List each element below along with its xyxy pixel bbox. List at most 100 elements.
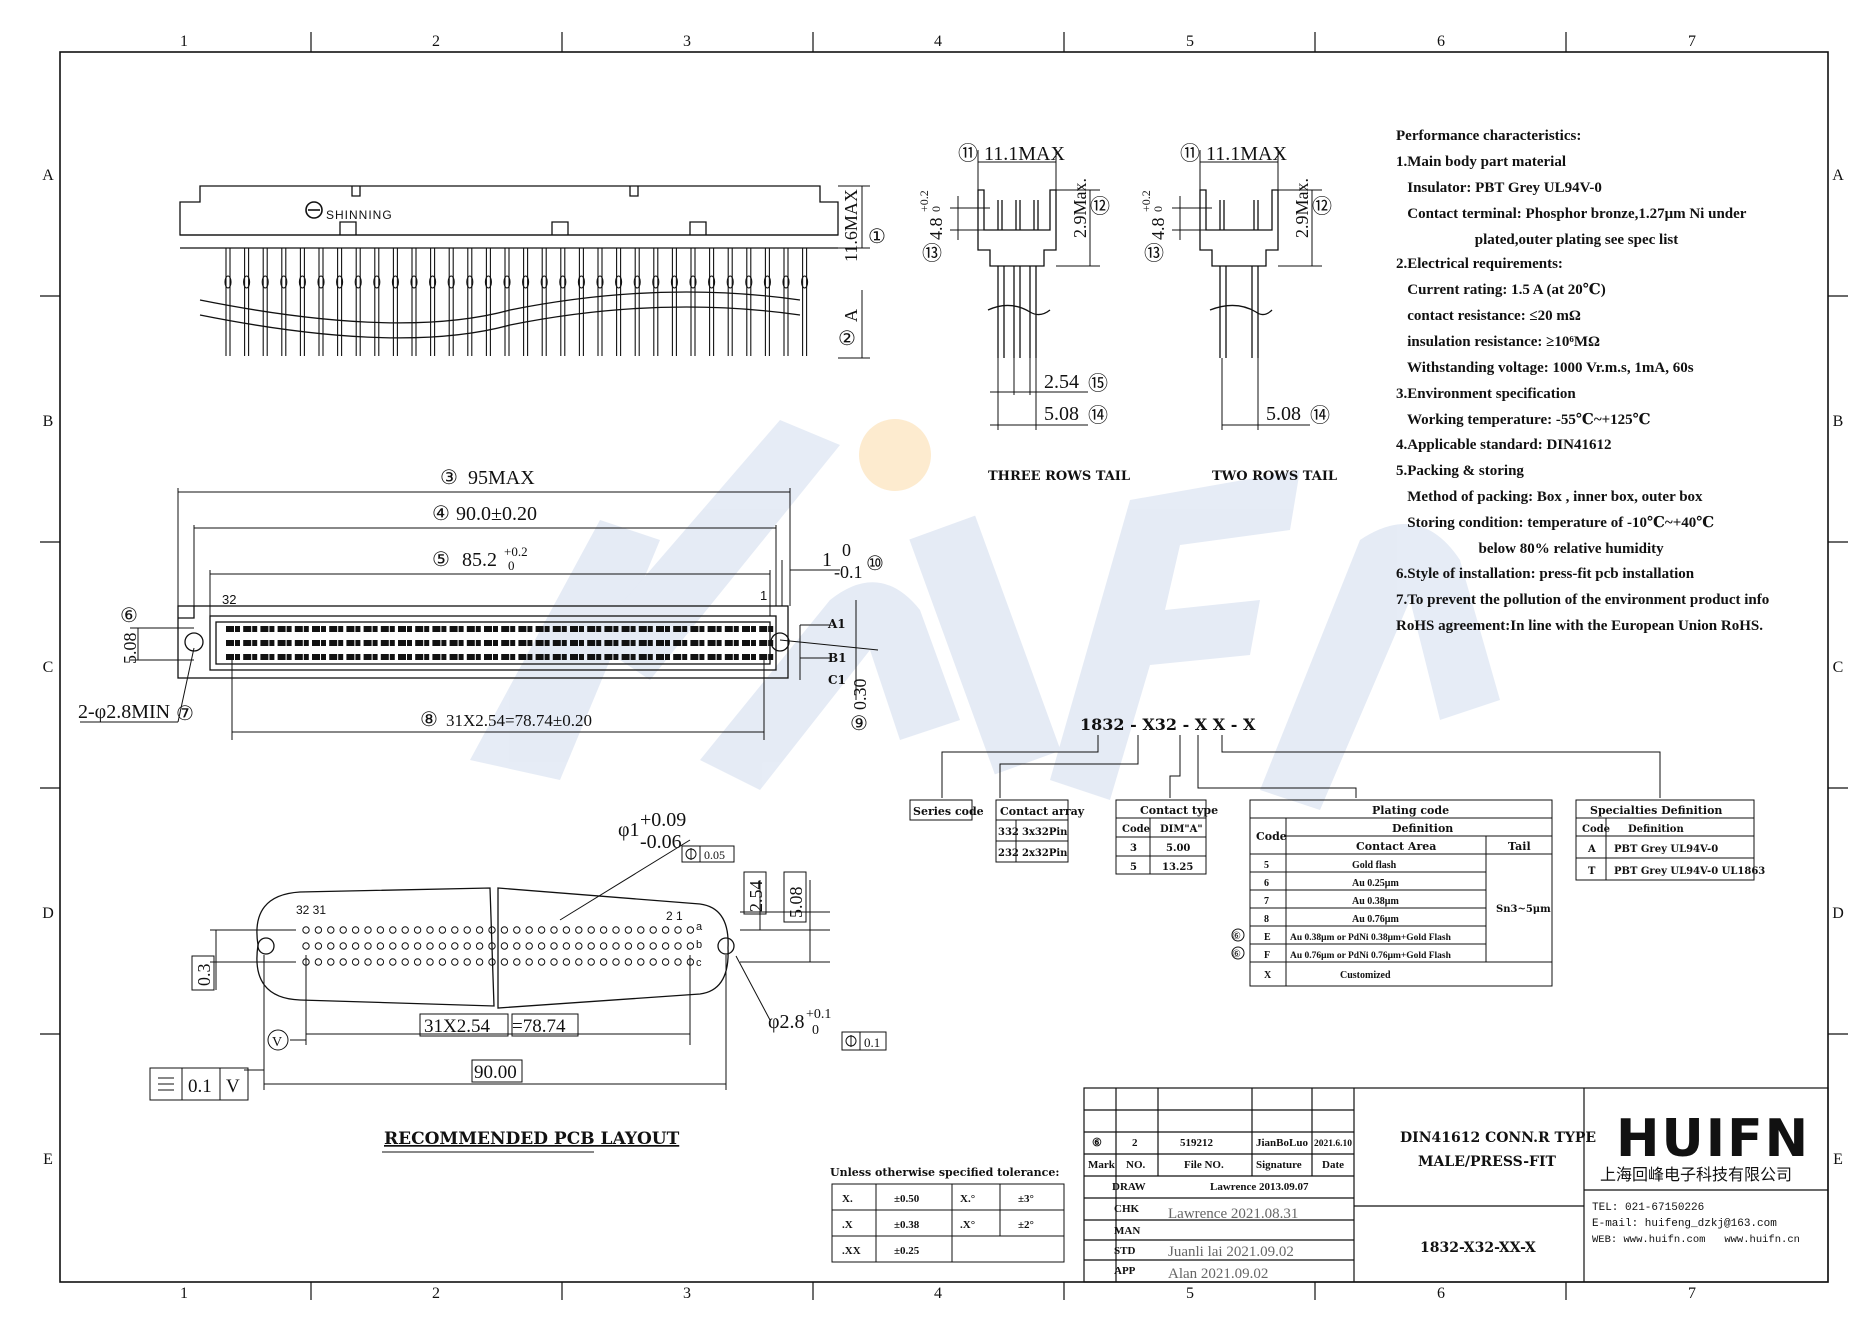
top-view-pins (224, 248, 809, 356)
two-rows-callout-14: ⑭ (1310, 404, 1330, 427)
front-contact (751, 640, 756, 646)
plating-code: E (1264, 932, 1271, 943)
front-view-dims (80, 488, 879, 740)
pcb-hole (537, 942, 546, 950)
front-row-a1: A1 (827, 617, 846, 631)
col-label-7: 7 (1688, 1285, 1696, 1302)
top-pin-press-fit (577, 275, 585, 289)
pcb-hole (624, 958, 633, 966)
pcb-hole (376, 958, 385, 966)
front-contact (501, 640, 510, 646)
top-pin-press-fit (522, 275, 530, 289)
front-contact (372, 654, 378, 660)
contact-type-col-code: Code (1122, 824, 1150, 835)
plating-col-area: Contact Area (1356, 840, 1436, 853)
two-rows-dim-width: 11.1MAX (1206, 143, 1287, 165)
plating-mark: ⑥ (1232, 931, 1241, 942)
front-contact (682, 654, 688, 660)
tolerance-heading: Unless otherwise specified tolerance: (830, 1166, 1059, 1179)
plating-code: 7 (1264, 896, 1269, 907)
front-pin-1: 1 (760, 588, 767, 603)
pcb-hole (686, 942, 695, 950)
contact-array-table (995, 799, 1069, 863)
three-rows-dims (950, 150, 1100, 430)
pcb-dim-pitch: 31X2.54 (424, 1016, 490, 1037)
front-contact (363, 640, 372, 646)
front-contact (449, 640, 458, 646)
title-block-roles: DRAW Lawrence 2013.09.07 CHK MAN STD APP (1112, 1181, 1309, 1277)
pcb-hole (327, 958, 335, 966)
plating-code: 5 (1264, 860, 1269, 871)
title-block (1083, 1087, 1829, 1283)
front-contact (407, 640, 412, 646)
front-contact (432, 654, 441, 660)
pcb-hole (413, 942, 422, 950)
front-callout-4: ④ (432, 503, 450, 525)
front-contact (432, 626, 441, 632)
front-dim-95max: 95MAX (468, 467, 535, 489)
pcb-hole (550, 958, 558, 966)
pcb-hole (401, 942, 409, 950)
pcb-hole (612, 926, 620, 934)
front-dim-1-zero: 0 (842, 540, 851, 560)
pcb-dim-pitch-eq: =78.74 (512, 1016, 566, 1037)
front-callout-8: ⑧ (420, 709, 438, 731)
front-contact (656, 640, 664, 646)
front-contact (699, 640, 705, 646)
front-contact (690, 640, 699, 646)
pcb-hole (599, 942, 608, 950)
front-contact (441, 640, 447, 646)
front-contact (235, 654, 240, 660)
front-contact (733, 626, 739, 632)
tol-cell: .X° (960, 1219, 975, 1231)
front-contact (355, 626, 361, 632)
pcb-hole (525, 942, 533, 950)
col-label-4: 4 (934, 1285, 942, 1302)
rev-file: 519212 (1180, 1137, 1214, 1149)
performance-characteristics: Performance characteristics: 1.Main body… (1396, 128, 1769, 634)
front-contact (312, 654, 320, 660)
row-label-A: A (1832, 167, 1844, 184)
contact-type-code: 5 (1130, 862, 1137, 873)
pcb-hole (451, 942, 459, 950)
plating-def: Au 0.38μm or PdNi 0.38μm+Gold Flash (1290, 933, 1452, 943)
front-contact (380, 640, 389, 646)
front-contact (638, 626, 647, 632)
plating-col-definition: Definition (1392, 822, 1453, 835)
row-label-B: B (43, 413, 54, 430)
top-pin-press-fit (689, 275, 697, 289)
pcb-hole (575, 942, 583, 950)
col-label-6: 6 (1437, 1285, 1445, 1302)
perf-line: Current rating: 1.5 A (at 20℃) (1396, 282, 1606, 298)
front-contact (303, 626, 309, 632)
pcb-hole (661, 942, 670, 950)
pcb-hole (389, 926, 397, 934)
contact-type-dim: 5.00 (1166, 843, 1190, 854)
pcb-hole (314, 942, 323, 950)
title-block-revision: ⑥ 2 519212 JianBoLuo 2021.6.10 Mark NO. … (1088, 1137, 1352, 1171)
top-pin-press-fit (763, 275, 771, 289)
front-dim-90: 90.0±0.20 (456, 503, 537, 525)
pcb-mount-pos-tol: 0.1 (864, 1035, 880, 1050)
perf-line: 2.Electrical requirements: (1396, 256, 1563, 272)
pcb-hole (525, 926, 533, 934)
front-contact (682, 640, 688, 646)
rev-header-signature: Signature (1256, 1159, 1302, 1171)
front-contact (596, 654, 602, 660)
rev-header-file: File NO. (1184, 1159, 1224, 1171)
pcb-hole (463, 926, 471, 934)
front-contact (587, 626, 596, 632)
front-contact (613, 640, 619, 646)
front-contact (243, 626, 252, 632)
front-contact (518, 626, 527, 632)
front-contact (475, 626, 481, 632)
front-dim-1-tol: -0.1 (834, 562, 863, 582)
top-pin-press-fit (782, 275, 790, 289)
two-rows-callout-13: ⑬ (1144, 242, 1164, 265)
front-contact (398, 640, 406, 646)
front-contact (596, 626, 602, 632)
contact-array-def: 2x32Pin (1022, 848, 1068, 859)
top-pin-press-fit (224, 275, 232, 289)
front-contact (518, 640, 527, 646)
front-contact (441, 654, 447, 660)
